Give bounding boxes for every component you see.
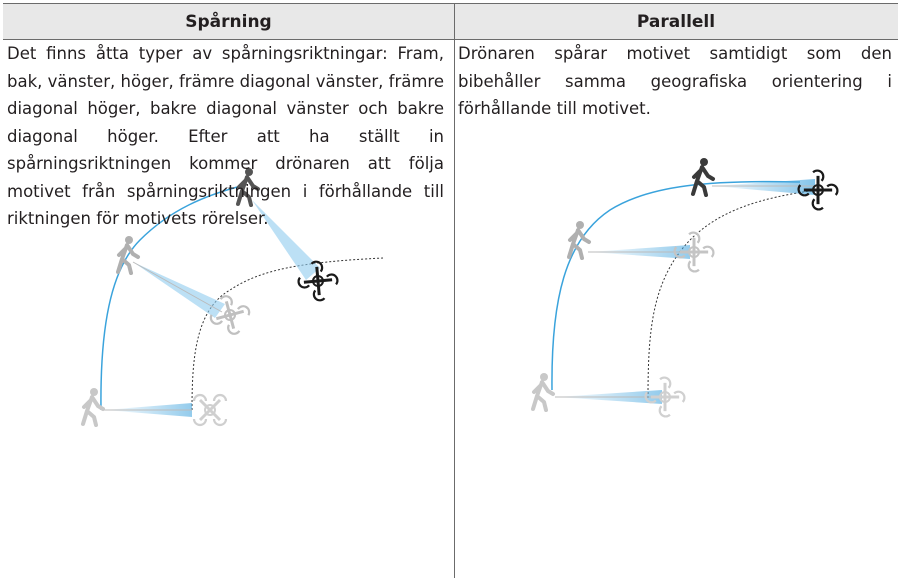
walker-icon <box>567 219 591 260</box>
drone-icon <box>192 393 228 427</box>
comparison-table: Spårning Parallell <box>3 3 898 578</box>
subject-path-left <box>100 184 246 411</box>
column-divider <box>454 4 455 578</box>
drone-path-left <box>191 257 384 411</box>
header-parallel: Parallell <box>454 4 898 40</box>
subject-path-right <box>551 180 801 391</box>
tracking-description: Det finns åtta typer av spårningsriktnin… <box>7 44 444 228</box>
walker-icon <box>691 156 715 197</box>
header-tracking: Spårning <box>3 4 454 40</box>
drone-path-right <box>647 189 817 399</box>
walker-icon <box>81 386 105 427</box>
walker-icon <box>531 371 555 412</box>
parallel-description: Drönaren spårar motivet samtidigt som de… <box>458 44 892 118</box>
